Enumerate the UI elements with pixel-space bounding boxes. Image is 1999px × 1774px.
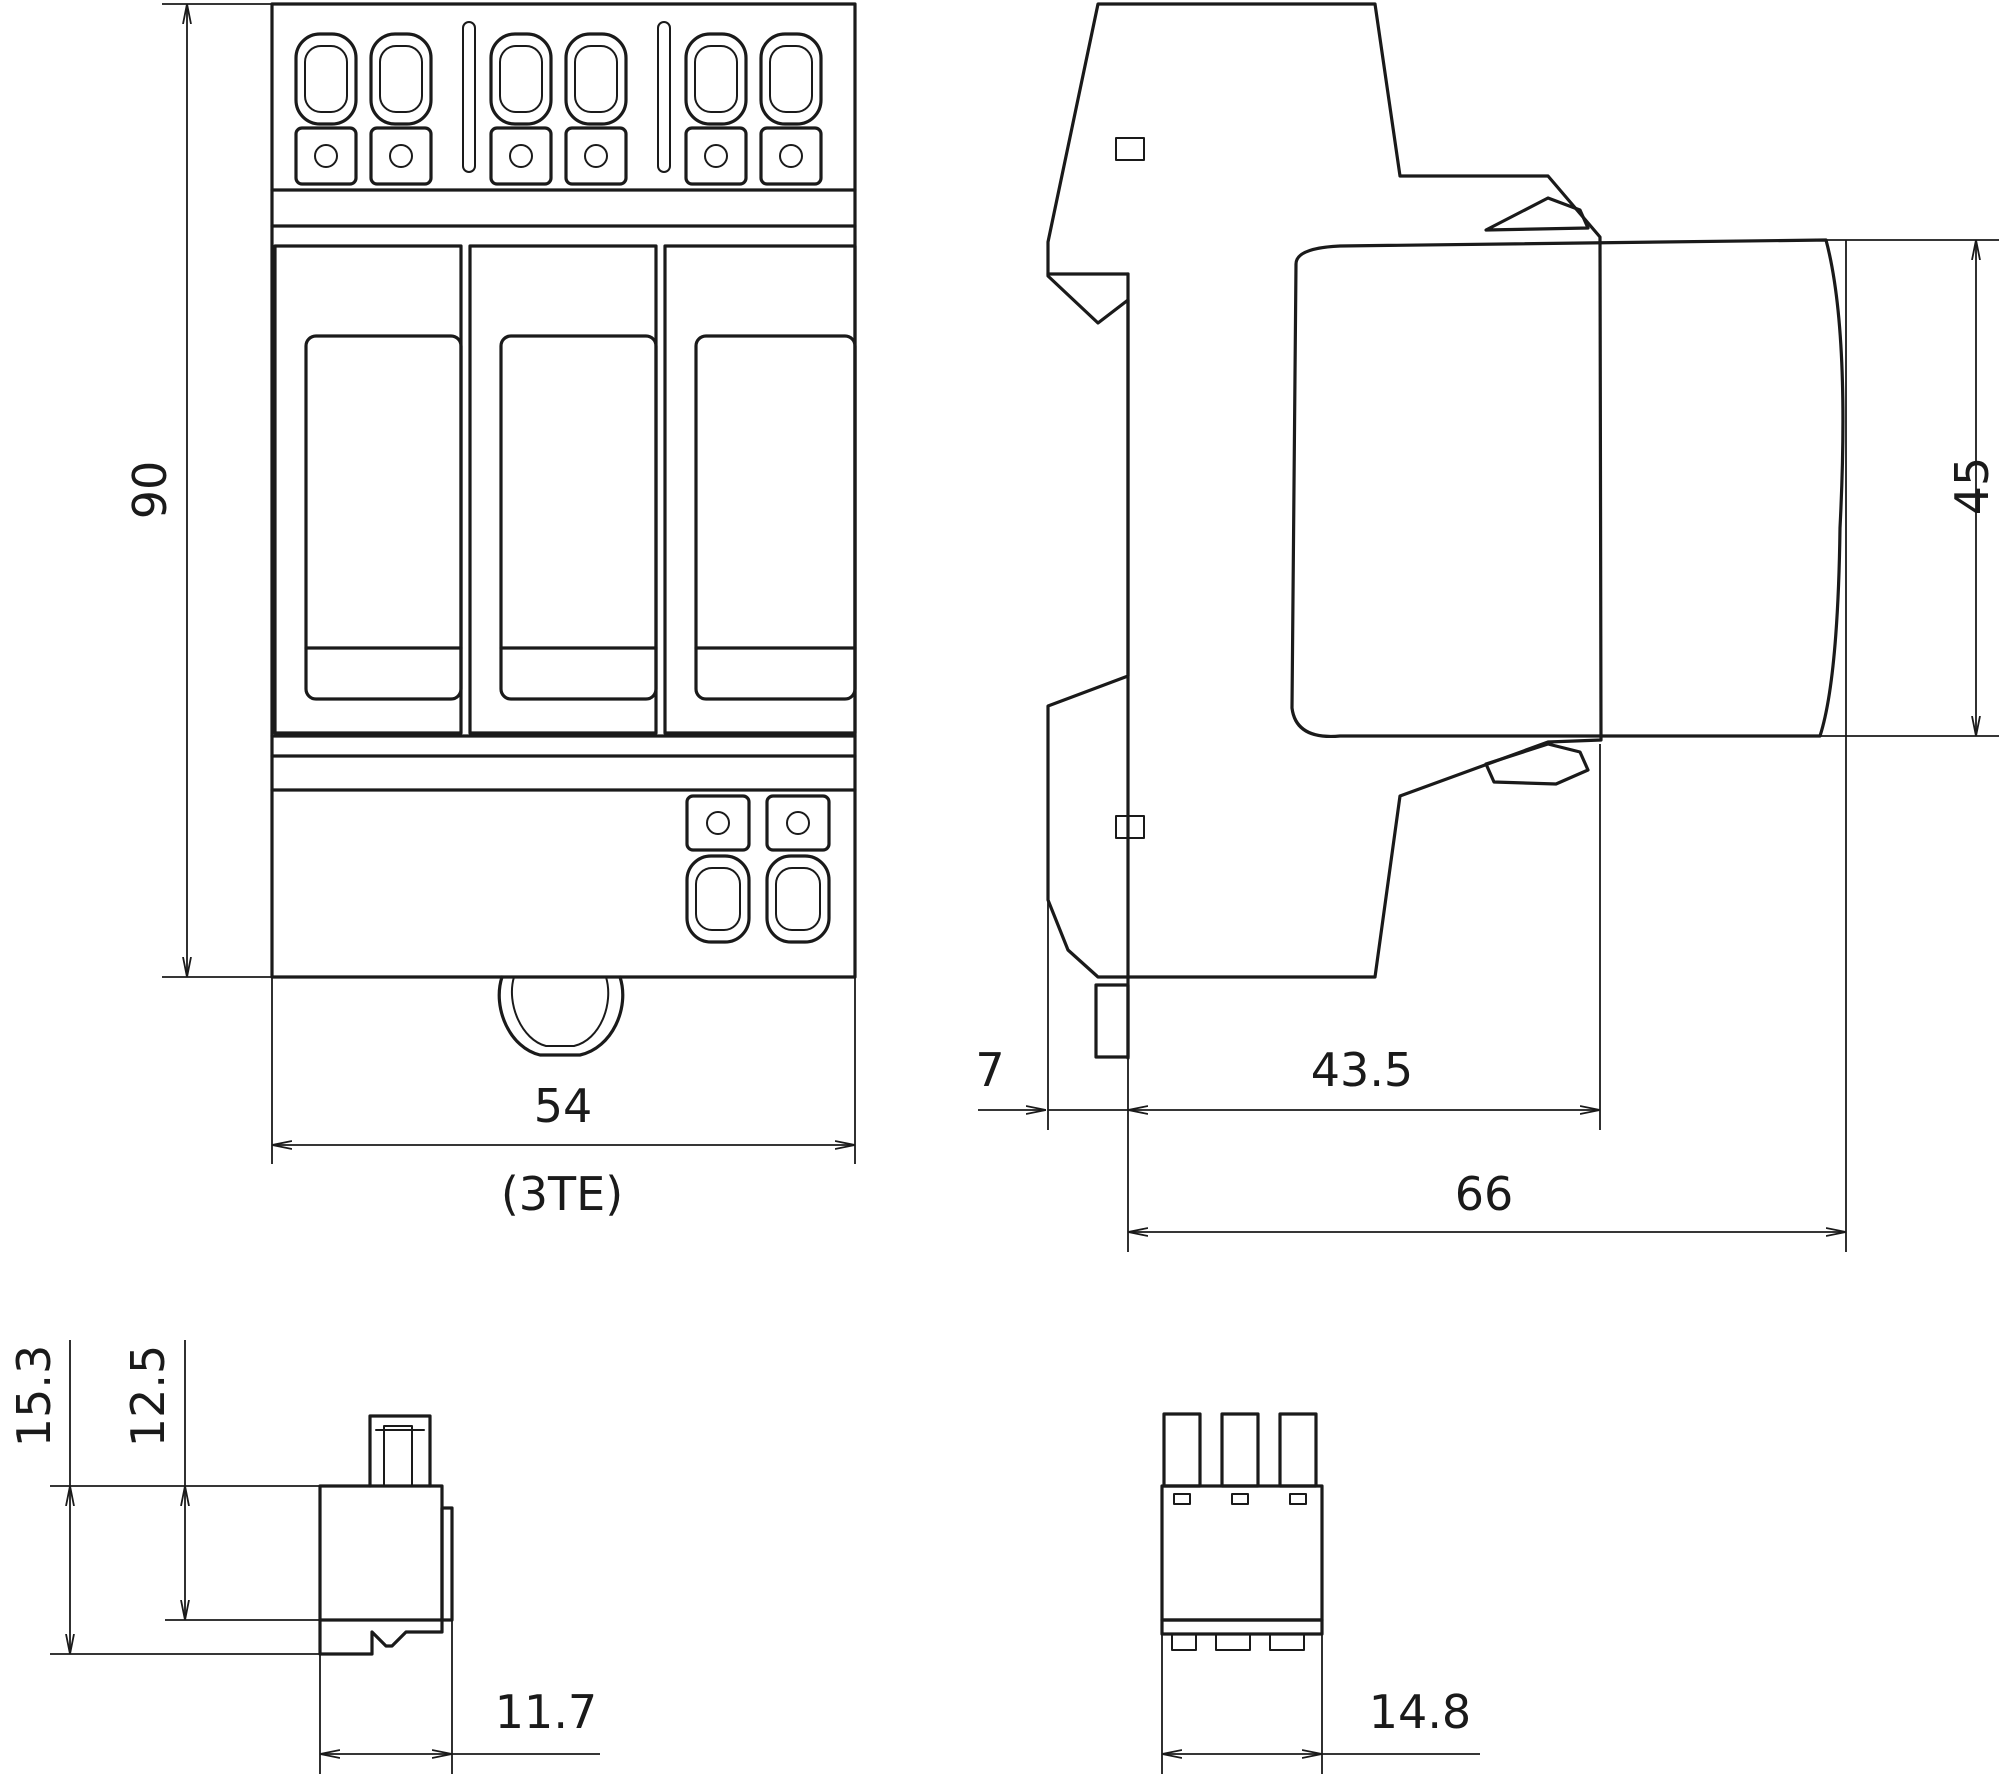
dim-depth-mid: 43.5 <box>1311 1043 1413 1097</box>
dim-plug-height-total: 15.3 <box>7 1345 61 1447</box>
module-1 <box>273 244 463 735</box>
terminal-7 <box>685 794 751 944</box>
module-2 <box>468 244 658 735</box>
terminal-6 <box>759 32 823 186</box>
dim-rail-offset: 7 <box>975 1043 1004 1097</box>
latch-lower <box>1484 742 1590 786</box>
terminal-5 <box>684 32 748 186</box>
terminal-2 <box>369 32 433 186</box>
dim-front-height: 90 <box>123 461 177 520</box>
plug-side-view <box>318 1414 454 1656</box>
terminal-1 <box>294 32 358 186</box>
module-3 <box>663 244 857 735</box>
terminal-block-top <box>294 21 823 186</box>
din-rail-clip <box>497 975 625 1057</box>
dimensions: 90 54 (3TE) 7 43.5 66 45 15.3 <box>7 3 1999 1774</box>
front-view <box>270 2 857 1057</box>
dim-depth-total: 66 <box>1455 1167 1514 1221</box>
status-window-2 <box>657 21 671 173</box>
side-slot-upper <box>1115 137 1145 161</box>
dim-front-width-units: (3TE) <box>501 1167 623 1221</box>
dim-plug-side-width: 11.7 <box>495 1685 597 1739</box>
terminal-4 <box>564 32 628 186</box>
dim-plug-height-body: 12.5 <box>121 1345 175 1447</box>
terminal-8 <box>765 794 831 944</box>
terminal-3 <box>489 32 553 186</box>
dim-front-cover-height: 45 <box>1945 457 1999 516</box>
dim-front-width: 54 <box>534 1079 593 1133</box>
side-slot-lower <box>1115 815 1145 839</box>
status-window-1 <box>462 21 476 173</box>
plug-front-view <box>1160 1412 1324 1651</box>
side-view <box>1046 2 1845 1060</box>
front-cover <box>1290 238 1845 739</box>
terminal-block-bottom <box>685 794 831 944</box>
dim-plug-front-width: 14.8 <box>1369 1685 1471 1739</box>
side-housing <box>1046 2 1603 979</box>
latch-upper <box>1484 196 1590 232</box>
